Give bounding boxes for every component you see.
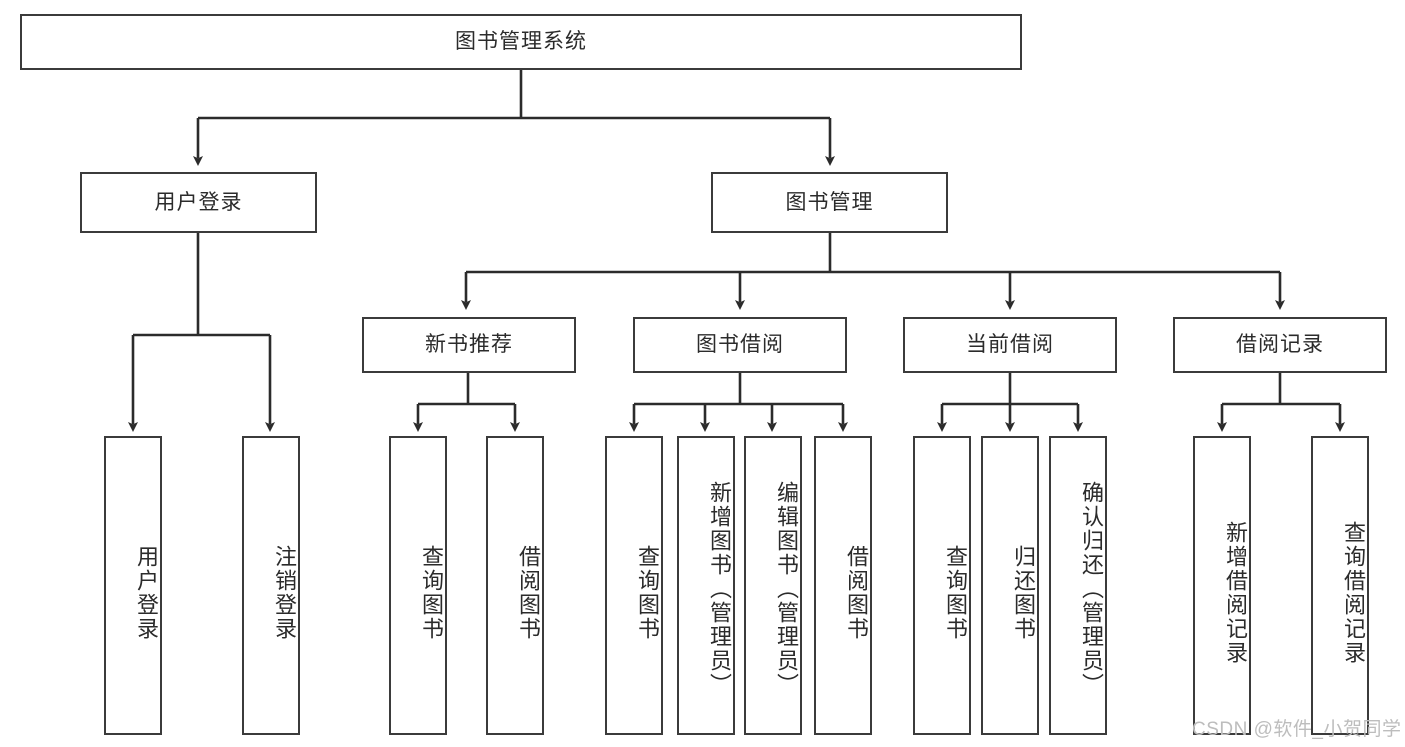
node-new-book-recommend[interactable]: 新书推荐 bbox=[362, 317, 576, 373]
node-label: 当前借阅 bbox=[966, 333, 1054, 357]
node-label: 查询图书 bbox=[635, 544, 660, 641]
leaf-query-book-recommend[interactable]: 查询图书 bbox=[389, 436, 447, 735]
node-label: 图书借阅 bbox=[696, 333, 784, 357]
node-label: 新书推荐 bbox=[425, 333, 513, 357]
leaf-query-borrow-record[interactable]: 查询借阅记录 bbox=[1311, 436, 1369, 735]
leaf-query-book-current[interactable]: 查询图书 bbox=[913, 436, 971, 735]
node-root-system[interactable]: 图书管理系统 bbox=[20, 14, 1022, 70]
node-label: 图书管理系统 bbox=[455, 30, 587, 54]
leaf-confirm-return-admin[interactable]: 确认归还（管理员） bbox=[1049, 436, 1107, 735]
node-label: 查询借阅记录 bbox=[1341, 520, 1366, 665]
leaf-logout-login[interactable]: 注销登录 bbox=[242, 436, 300, 735]
node-label: 用户登录 bbox=[134, 544, 159, 641]
node-label: 归还图书 bbox=[1011, 544, 1036, 641]
leaf-add-borrow-record[interactable]: 新增借阅记录 bbox=[1193, 436, 1251, 735]
node-label: 新增图书（管理员） bbox=[707, 480, 732, 697]
leaf-return-book[interactable]: 归还图书 bbox=[981, 436, 1039, 735]
node-user-login[interactable]: 用户登录 bbox=[80, 172, 317, 233]
node-book-borrow[interactable]: 图书借阅 bbox=[633, 317, 847, 373]
leaf-user-login[interactable]: 用户登录 bbox=[104, 436, 162, 735]
leaf-add-book-admin[interactable]: 新增图书（管理员） bbox=[677, 436, 735, 735]
node-label: 用户登录 bbox=[154, 190, 243, 214]
node-label: 借阅记录 bbox=[1236, 333, 1324, 357]
leaf-borrow-book[interactable]: 借阅图书 bbox=[814, 436, 872, 735]
csdn-watermark: CSDN @软件_小贺同学 bbox=[1192, 719, 1402, 740]
leaf-edit-book-admin[interactable]: 编辑图书（管理员） bbox=[744, 436, 802, 735]
node-current-borrow[interactable]: 当前借阅 bbox=[903, 317, 1117, 373]
node-book-management[interactable]: 图书管理 bbox=[711, 172, 948, 233]
node-label: 新增借阅记录 bbox=[1223, 520, 1248, 665]
node-label: 编辑图书（管理员） bbox=[774, 480, 799, 697]
node-label: 注销登录 bbox=[272, 544, 297, 641]
node-label: 图书管理 bbox=[785, 190, 874, 214]
leaf-query-book-borrow[interactable]: 查询图书 bbox=[605, 436, 663, 735]
node-borrow-record[interactable]: 借阅记录 bbox=[1173, 317, 1387, 373]
node-label: 确认归还（管理员） bbox=[1079, 480, 1104, 697]
node-label: 查询图书 bbox=[419, 544, 444, 641]
node-label: 查询图书 bbox=[943, 544, 968, 641]
node-label: 借阅图书 bbox=[844, 544, 869, 641]
node-label: 借阅图书 bbox=[516, 544, 541, 641]
leaf-borrow-book-recommend[interactable]: 借阅图书 bbox=[486, 436, 544, 735]
